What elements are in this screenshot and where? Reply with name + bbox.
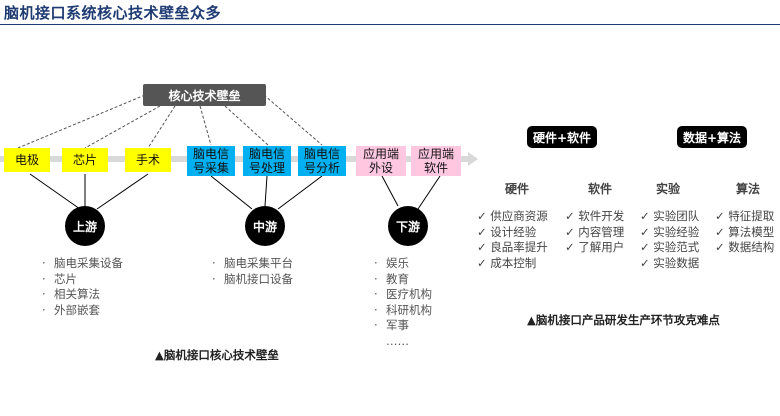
column-head-hardware: 硬件: [505, 182, 530, 196]
dash-to-acquisition: [199, 105, 212, 146]
list-item: ✓ 内容管理: [565, 224, 625, 239]
stage-downstream-circle: 下游: [388, 206, 428, 246]
line-electrode-upstream: [29, 173, 81, 210]
midstream-list: ·脑电采集平台 ·脑机接口设备: [212, 256, 293, 287]
stage-midstream-circle: 中游: [245, 206, 285, 246]
list-item: ·脑电采集设备: [42, 256, 123, 270]
upstream-list: ·脑电采集设备 ·芯片 ·相关算法 ·外部嵌套: [42, 256, 123, 318]
line-software-downstream: [417, 175, 441, 210]
chain-box-signal-acquisition: 脑电信 号采集: [187, 146, 235, 176]
left-caption: ▲脑机接口核心技术壁垒: [155, 348, 279, 362]
list-item: ·教育: [374, 271, 409, 286]
list-item: ✓ 数据结构: [715, 240, 775, 254]
dash-to-processing: [224, 105, 269, 146]
software-check-list: ✓ 软件开发 ✓ 内容管理 ✓ 了解用户: [565, 209, 624, 256]
column-head-software: 软件: [588, 182, 613, 196]
chain-box-signal-analysis: 脑电信 号分析: [298, 146, 346, 176]
chain-box-electrode: 电极: [4, 148, 50, 172]
list-item: ·娱乐: [374, 256, 409, 270]
experiment-check-list: ✓ 实验团队 ✓ 实验经验 ✓ 实验范式 ✓ 实验数据: [640, 209, 699, 271]
page-title: 脑机接口系统核心技术壁垒众多: [4, 4, 222, 22]
list-item: ✓ 供应商资源: [477, 209, 548, 223]
chain-box-signal-processing: 脑电信 号处理: [243, 146, 291, 176]
line-analysis-midstream: [277, 175, 323, 210]
list-item: ……: [386, 333, 409, 348]
list-item: ·军事: [374, 318, 409, 332]
list-item: ✓ 良品率提升: [477, 240, 548, 254]
list-item: ✓ 实验团队: [640, 209, 700, 223]
chain-box-app-peripheral: 应用端 外设: [356, 146, 406, 176]
dash-to-chip: [84, 105, 161, 149]
group-pill-hardware-software: 硬件+软件: [527, 126, 597, 148]
list-item: ·科研机构: [374, 302, 432, 317]
list-item: ✓ 特征提取: [715, 209, 775, 223]
list-item: ✓ 了解用户: [565, 240, 625, 254]
group-pill-data-algorithm: 数据+算法: [677, 126, 747, 148]
list-item: ✓ 成本控制: [477, 255, 537, 270]
column-head-algorithm: 算法: [736, 182, 761, 196]
list-item: ·脑电采集平台: [212, 256, 293, 270]
list-item: ·相关算法: [42, 287, 100, 301]
core-tech-barrier-box: 核心技术壁垒: [143, 84, 266, 106]
list-item: ·外部嵌套: [42, 302, 100, 317]
line-peripheral-downstream: [381, 175, 399, 207]
hardware-check-list: ✓ 供应商资源 ✓ 设计经验 ✓ 良品率提升 ✓ 成本控制: [477, 209, 548, 271]
title-divider: [0, 24, 780, 25]
chain-box-chip: 芯片: [62, 148, 108, 172]
right-caption: ▲脑机接口产品研发生产环节攻克难点: [527, 313, 720, 327]
chain-box-surgery: 手术: [125, 148, 171, 172]
dash-to-surgery: [147, 105, 176, 149]
list-item: ✓ 实验数据: [640, 255, 700, 270]
column-head-experiment: 实验: [656, 182, 681, 196]
list-item: ✓ 实验范式: [640, 240, 700, 254]
downstream-list: ·娱乐 ·教育 ·医疗机构 ·科研机构 ·军事 ……: [374, 256, 432, 349]
line-surgery-upstream: [96, 173, 149, 210]
list-item: ✓ 实验经验: [640, 224, 700, 239]
algorithm-check-list: ✓ 特征提取 ✓ 算法模型 ✓ 数据结构: [715, 209, 774, 256]
dash-to-electrode: [17, 94, 146, 149]
list-item: ✓ 算法模型: [715, 224, 775, 239]
stage-upstream-circle: 上游: [65, 206, 105, 246]
line-processing-midstream: [264, 175, 268, 207]
list-item: ·芯片: [42, 271, 77, 286]
chain-box-app-software: 应用端 软件: [411, 146, 461, 176]
list-item: ·医疗机构: [374, 287, 432, 301]
list-item: ·脑机接口设备: [212, 271, 293, 286]
dash-to-analysis: [263, 94, 323, 146]
list-item: ✓ 软件开发: [565, 209, 625, 223]
list-item: ✓ 设计经验: [477, 224, 537, 239]
flow-arrow-head: [468, 152, 478, 166]
line-acquisition-midstream: [210, 175, 253, 210]
